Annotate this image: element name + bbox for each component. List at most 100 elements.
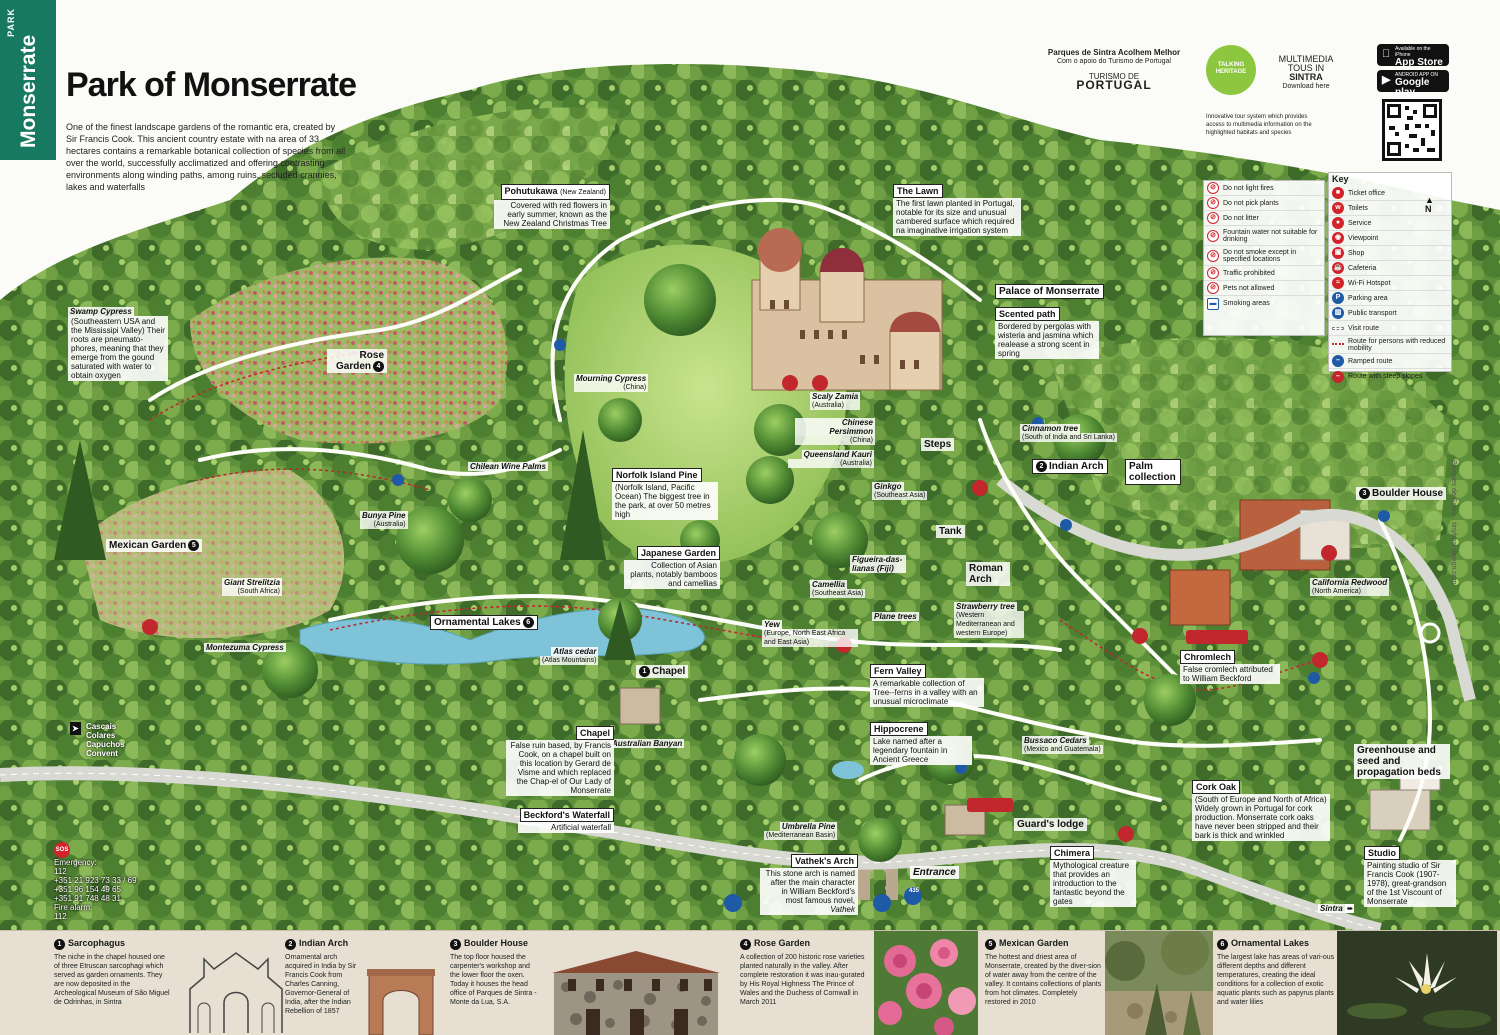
label-bussaco-cedars[interactable]: Bussaco Cedars (Mexico and Guatemala) xyxy=(1022,736,1103,754)
label-swamp-cypress[interactable]: Swamp Cypress (Southeastern USA and the … xyxy=(68,307,168,381)
app-store-button[interactable]:  Available on the iPhone App Store xyxy=(1377,44,1449,68)
entrance-head: Entrance xyxy=(910,866,959,879)
fern-desc: A remarkable collection of Tree--ferns i… xyxy=(870,678,984,707)
strelitzia-name: Giant Strelitzia xyxy=(222,578,283,587)
google-play-button[interactable]: ▶ ANDROID APP ON Google play xyxy=(1377,70,1449,98)
label-chilean-wine-palms[interactable]: Chilean Wine Palms xyxy=(468,462,548,471)
swamp-head: Swamp Cypress xyxy=(68,307,134,316)
label-australian-banyan[interactable]: Australian Banyan xyxy=(610,739,685,748)
label-strawberry-tree[interactable]: Strawberry tree (Western Mediterranean a… xyxy=(954,602,1024,638)
label-bunya-pine[interactable]: Bunya Pine (Australia) xyxy=(360,511,408,529)
label-scented-path[interactable]: Scented path Bordered by pergolas with w… xyxy=(995,307,1099,359)
google-play-small: ANDROID APP ON xyxy=(1395,72,1438,78)
card-num: 6 xyxy=(1217,939,1228,950)
label-lawn[interactable]: The Lawn The first lawn planted in Portu… xyxy=(893,184,1021,236)
label-camellia[interactable]: Camellia (Southeast Asia) xyxy=(810,580,866,598)
label-steps[interactable]: Steps xyxy=(921,438,955,451)
label-fern-valley[interactable]: Fern Valley A remarkable collection of T… xyxy=(870,664,984,707)
label-vatheks-arch[interactable]: Vathek's Arch This stone arch is named a… xyxy=(760,854,858,915)
atlas-name: Atlas cedar xyxy=(551,647,599,656)
label-palace[interactable]: Palace of Monserrate xyxy=(995,284,1104,299)
label-figueira[interactable]: Figueira-das-lianas (Fiji) xyxy=(850,555,906,573)
parking-icon: P xyxy=(1332,292,1344,304)
label-greenhouse[interactable]: Greenhouse and seed and propagation beds xyxy=(1354,744,1450,779)
key-row: Visit route xyxy=(1329,321,1451,336)
label-cork-oak[interactable]: Cork Oak (South of Europe and North of A… xyxy=(1192,780,1330,841)
label-roman-arch[interactable]: Roman Arch xyxy=(966,562,1010,586)
montezuma-name: Montezuma Cypress xyxy=(204,643,286,652)
key-label: Shop xyxy=(1348,249,1365,257)
chapel-desc: False ruin based, by Francis Cook, on a … xyxy=(506,740,614,796)
key-row: ▣Shop xyxy=(1329,246,1451,261)
label-chinese-persimmon[interactable]: Chinese Persimmon (China) xyxy=(795,418,875,445)
label-montezuma-cypress[interactable]: Montezuma Cypress xyxy=(204,643,286,652)
download-label[interactable]: Download here xyxy=(1282,83,1330,90)
label-giant-strelitzia[interactable]: Giant Strelitzia (South Africa) xyxy=(222,578,283,596)
label-umbrella-pine[interactable]: Umbrella Pine (Mediterranean Basin) xyxy=(764,822,838,840)
label-guards-lodge[interactable]: Guard's lodge xyxy=(1014,818,1087,831)
sos-icon: SOS xyxy=(54,842,70,858)
key-title: Key xyxy=(1332,174,1349,184)
pohutukawa-desc: Covered with red flowers in early summer… xyxy=(494,200,610,229)
card-num: 3 xyxy=(450,939,461,950)
label-california-redwood[interactable]: California Redwood (North America) xyxy=(1310,578,1390,596)
label-japanese-garden[interactable]: Japanese Garden Collection of Asian plan… xyxy=(624,546,720,589)
vathek-desc: This stone arch is named after the main … xyxy=(765,869,855,905)
label-chimera[interactable]: Chimera Mythological creature that provi… xyxy=(1050,846,1136,907)
label-ginkgo[interactable]: Ginkgo (Southeast Asia) xyxy=(872,482,928,500)
label-chapel[interactable]: Chapel False ruin based, by Francis Cook… xyxy=(506,726,614,796)
label-beckfords-waterfall[interactable]: Beckford's Waterfall Artificial waterfal… xyxy=(518,808,614,833)
label-queensland-kauri[interactable]: Queensland Kauri (Australia) xyxy=(788,450,874,468)
fern-head: Fern Valley xyxy=(870,664,926,678)
boulder-house-drawing xyxy=(552,951,720,1035)
label-scaly-zamia[interactable]: Scaly Zamia (Australia) xyxy=(810,392,861,410)
yew-origin: (Europe, North East Africa and East Asia… xyxy=(762,629,858,647)
label-cinnamon-tree[interactable]: Cinnamon tree (South of India and Sri La… xyxy=(1020,424,1118,442)
label-mourning-cypress[interactable]: Mourning Cypress (China) xyxy=(574,374,649,392)
emergency-phone-3: +351 91 748 48 31 xyxy=(54,894,121,903)
exit-sign[interactable]: ➤ Cascais Colares Capuchos Convent xyxy=(70,722,125,758)
studio-desc: Painting studio of Sir Francis Cook (190… xyxy=(1364,860,1456,907)
water-lily-photo xyxy=(1337,931,1497,1035)
label-tank[interactable]: Tank xyxy=(936,525,965,538)
key-row: –Ramped route xyxy=(1329,354,1451,369)
key-label: Visit route xyxy=(1348,324,1379,332)
label-plane-trees[interactable]: Plane trees xyxy=(872,612,919,621)
rule-label: Do not light fires xyxy=(1223,184,1274,192)
qr-code-icon[interactable] xyxy=(1382,99,1442,161)
label-norfolk-pine[interactable]: Norfolk Island Pine (Norfolk Island, Pac… xyxy=(612,468,718,520)
card-num: 4 xyxy=(740,939,751,950)
banyan-name: Australian Banyan xyxy=(610,739,685,748)
japanese-desc: Collection of Asian plants, notably bamb… xyxy=(624,560,720,589)
label-yew[interactable]: Yew (Europe, North East Africa and East … xyxy=(762,620,858,647)
lakes-head: Ornamental Lakes xyxy=(434,617,521,629)
label-studio[interactable]: Studio Painting studio of Sir Francis Co… xyxy=(1364,846,1456,907)
norfolk-head: Norfolk Island Pine xyxy=(612,468,702,482)
label-atlas-cedar[interactable]: Atlas cedar (Atlas Mountains) xyxy=(540,647,599,665)
label-palm-collection[interactable]: Palm collection xyxy=(1125,459,1181,485)
card-num: 5 xyxy=(985,939,996,950)
label-pohutukawa[interactable]: Pohutukawa (New Zealand) Covered with re… xyxy=(494,184,610,229)
key-row: ▨Public transport xyxy=(1329,306,1451,321)
label-entrance[interactable]: Entrance xyxy=(910,866,959,879)
key-row: –Route with steep slopes xyxy=(1329,369,1451,384)
side-tab: PARK Monserrate xyxy=(0,0,56,160)
label-hippocrene[interactable]: Hippocrene Lake named after a legendary … xyxy=(870,722,972,765)
chapel-ruin-drawing xyxy=(189,952,283,1033)
label-sintra-arrow[interactable]: Sintra ➨ xyxy=(1318,904,1354,913)
label-chromlech[interactable]: Chromlech False cromlech attributed to W… xyxy=(1180,650,1280,684)
